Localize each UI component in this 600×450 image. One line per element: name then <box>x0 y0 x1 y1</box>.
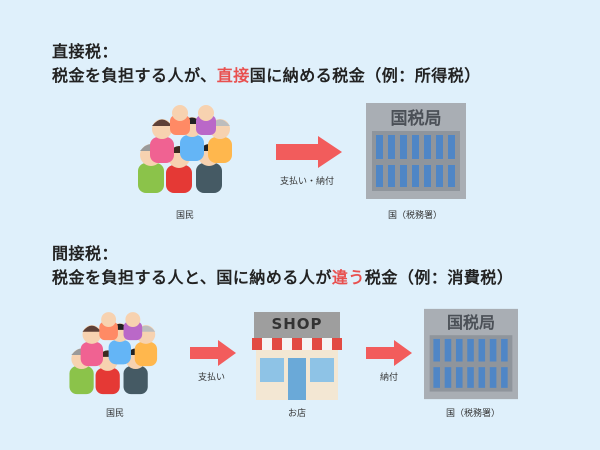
tax-office-sign: 国税局 <box>390 109 442 129</box>
citizens-label: 国民 <box>176 211 195 221</box>
direct-tax-desc-highlight: 直接 <box>216 66 250 85</box>
citizens-crowd-illustration-2 <box>69 312 158 395</box>
remittance-arrow-label: 納付 <box>380 373 399 383</box>
citizens-label-2: 国民 <box>106 409 125 419</box>
payment-arrow-icon-2 <box>190 340 236 366</box>
shop-building-icon <box>252 312 342 400</box>
payment-arrow-label: 支払い・納付 <box>280 177 335 187</box>
citizens-crowd-illustration <box>138 105 232 193</box>
tax-office-label: 国（税務署） <box>388 211 443 221</box>
remittance-arrow-icon <box>366 340 412 366</box>
direct-tax-desc-a: 税金を負担する人が、 <box>52 66 217 85</box>
crowd-people <box>138 105 232 193</box>
crowd-people-2 <box>69 312 158 395</box>
indirect-tax-desc-highlight: 違う <box>331 268 365 287</box>
shop-awning <box>252 338 342 350</box>
indirect-tax-description: 税金を負担する人と、国に納める人が違う税金（例：消費税） <box>52 264 513 288</box>
tax-office-building-icon-2 <box>424 308 518 400</box>
shop-label: お店 <box>288 409 307 419</box>
payment-arrow-label-2: 支払い <box>198 373 226 383</box>
direct-tax-description: 税金を負担する人が、直接国に納める税金（例：所得税） <box>52 62 481 86</box>
indirect-tax-desc-b: 税金（例：消費税） <box>364 268 514 287</box>
indirect-tax-desc-a: 税金を負担する人と、国に納める人が <box>52 268 332 287</box>
indirect-tax-title: 間接税： <box>52 244 119 263</box>
payment-arrow-icon <box>276 136 342 168</box>
tax-office-building-icon <box>366 103 466 199</box>
building-windows-2 <box>433 338 508 388</box>
shop-sign: SHOP <box>271 315 323 333</box>
direct-tax-desc-b: 国に納める税金（例：所得税） <box>249 66 481 85</box>
tax-office-sign-2: 国税局 <box>446 313 495 332</box>
tax-office-label-2: 国（税務署） <box>446 409 501 419</box>
direct-tax-title: 直接税： <box>52 42 119 61</box>
building-windows <box>376 135 455 187</box>
